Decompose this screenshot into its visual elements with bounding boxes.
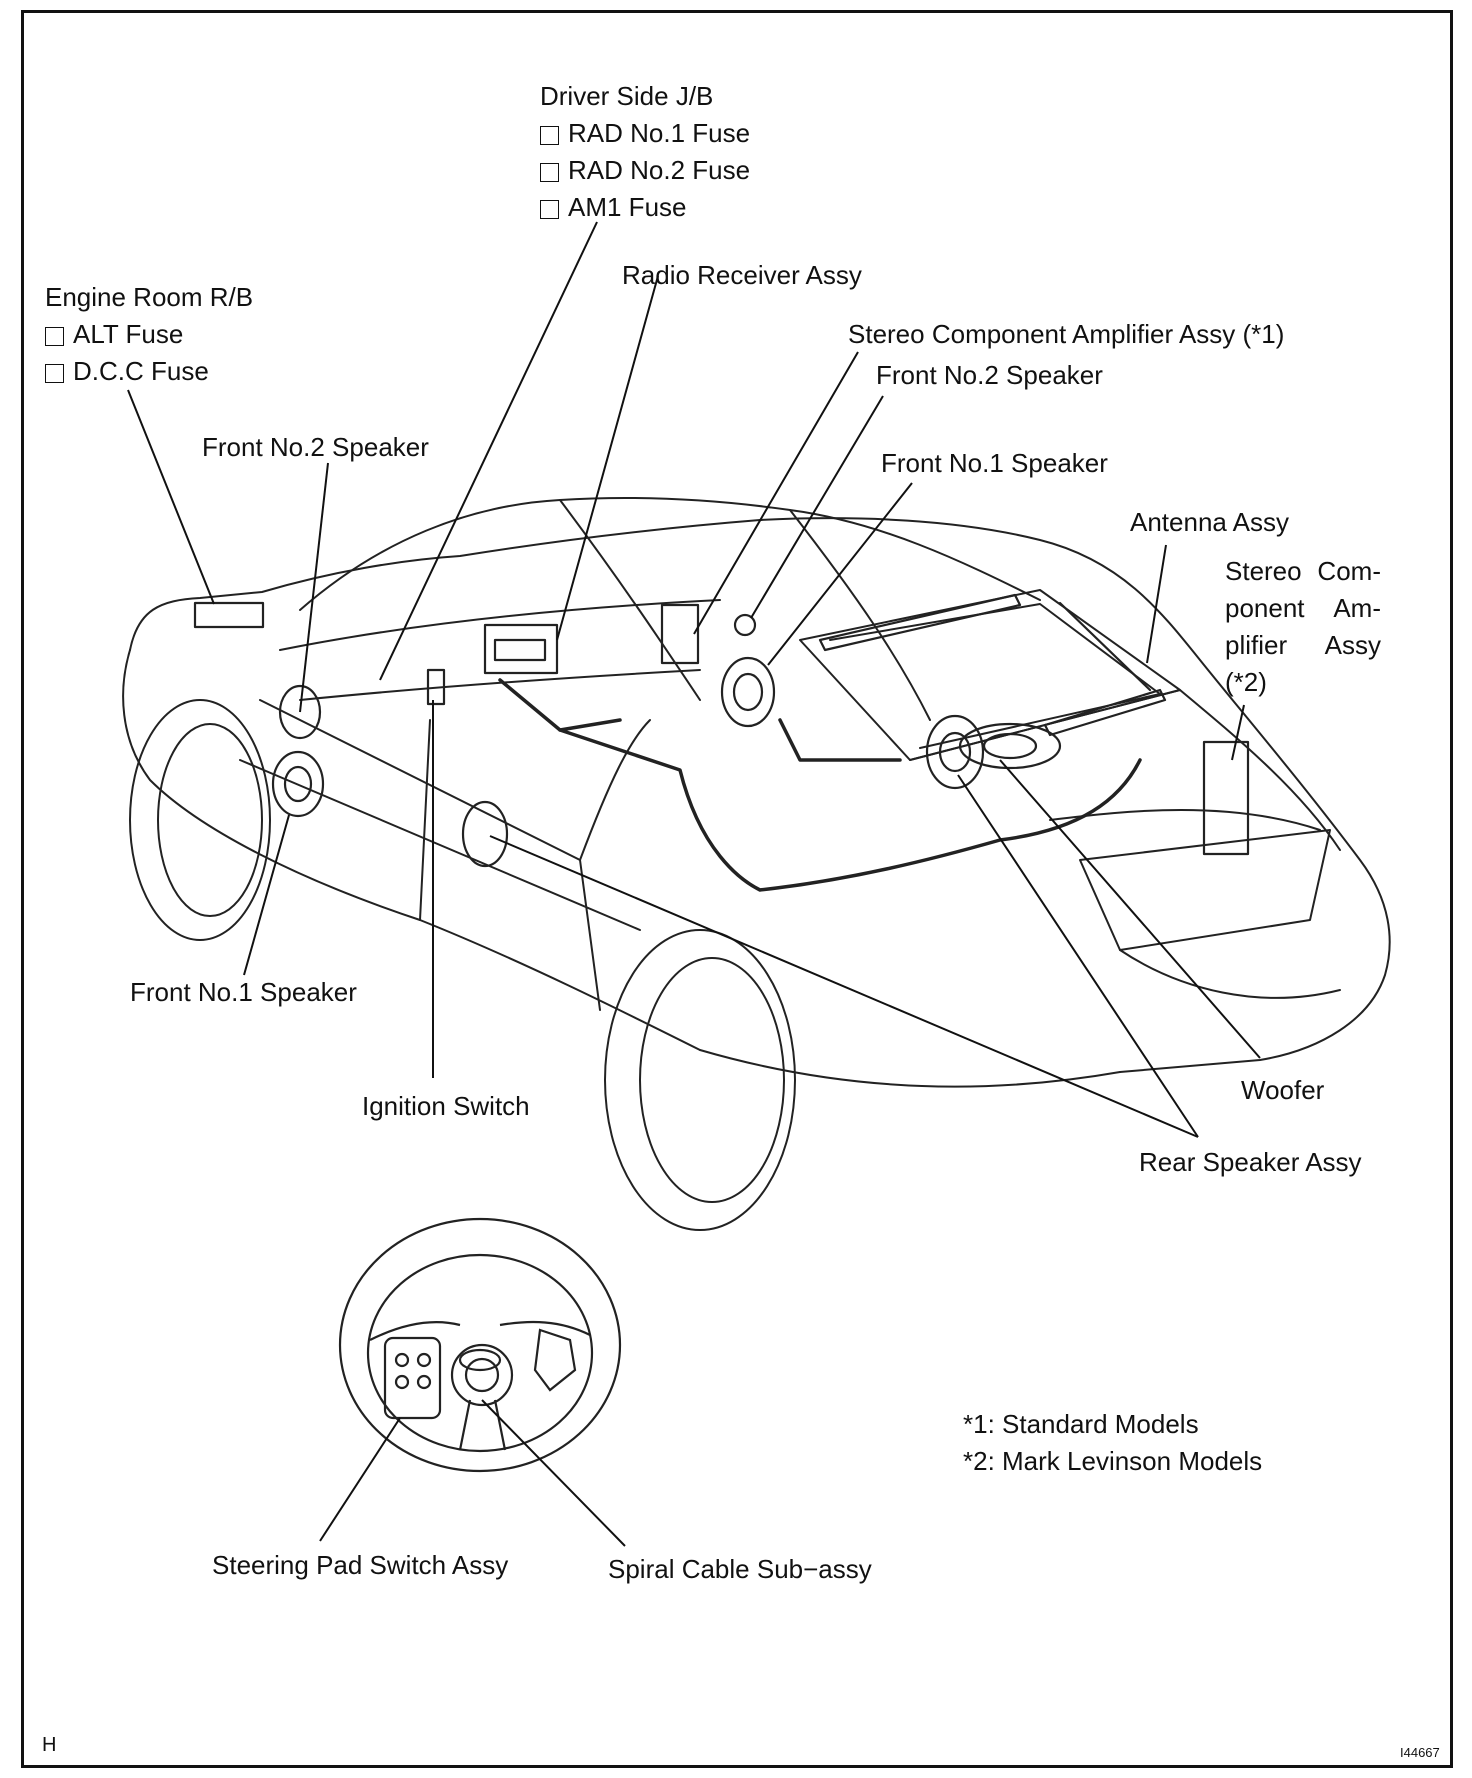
diagram-frame <box>21 10 1453 1768</box>
amplifier-ml-line: ponent Am- <box>1225 593 1381 623</box>
front-no1-speaker-right-label: Front No.1 Speaker <box>881 448 1108 478</box>
car-body <box>122 497 1391 1231</box>
rad-no2-fuse-label: RAD No.2 Fuse <box>568 155 751 185</box>
corner-letter: H <box>42 1734 57 1756</box>
amplifier-ml-unit <box>1202 740 1250 856</box>
amplifier-ml-line: (*2) <box>1225 667 1267 697</box>
radio-receiver-label: Radio Receiver Assy <box>622 260 862 290</box>
ignition-switch-unit <box>426 668 446 706</box>
woofer-label: Woofer <box>1241 1075 1325 1105</box>
amplifier-standard-label: Stereo Component Amplifier Assy (*1) <box>848 319 1285 349</box>
woofer <box>958 722 1062 770</box>
amplifier-ml-line: plifier Assy <box>1225 630 1381 660</box>
steering-pad-switch <box>383 1336 442 1420</box>
checkbox-icon <box>540 163 559 182</box>
amplifier-ml-line: Stereo Com- <box>1225 556 1381 586</box>
engine-room-rb-block: Engine Room R/B ALT Fuse D.C.C Fuse <box>45 279 253 390</box>
note-mark-levinson-models: *2: Mark Levinson Models <box>963 1446 1263 1476</box>
checkbox-icon <box>540 200 559 219</box>
door-speaker <box>461 800 509 868</box>
checkbox-icon <box>45 327 64 346</box>
components <box>193 593 1250 868</box>
front-no1-speaker-right <box>720 656 776 728</box>
note-standard-models: *1: Standard Models <box>963 1409 1199 1439</box>
engine-room-rb-title: Engine Room R/B <box>45 282 254 312</box>
front-no1-speaker-left <box>271 750 325 818</box>
antenna-assy-label: Antenna Assy <box>1130 507 1289 537</box>
radio-receiver-unit <box>483 623 559 675</box>
figure-code: I44667 <box>1400 1745 1440 1760</box>
checkbox-icon <box>540 126 559 145</box>
leader-lines <box>127 221 1261 1547</box>
front-no2-speaker-left <box>278 684 322 740</box>
front-no2-speaker-right-label: Front No.2 Speaker <box>876 360 1103 390</box>
front-no2-speaker-right <box>733 613 757 637</box>
dcc-fuse-label: D.C.C Fuse <box>73 356 209 386</box>
driver-side-jb-block: Driver Side J/B RAD No.1 Fuse RAD No.2 F… <box>540 78 750 226</box>
alt-fuse-label: ALT Fuse <box>73 319 184 349</box>
rear-speaker <box>925 714 985 790</box>
rear-speaker-assy-label: Rear Speaker Assy <box>1139 1147 1362 1177</box>
front-no1-speaker-left-label: Front No.1 Speaker <box>130 977 357 1007</box>
driver-side-jb-title: Driver Side J/B <box>540 81 714 111</box>
antenna-element <box>818 593 1022 652</box>
amplifier-standard-unit <box>660 603 700 665</box>
front-no2-speaker-left-label: Front No.2 Speaker <box>202 432 429 462</box>
wire-harness <box>498 678 1142 892</box>
am1-fuse-label: AM1 Fuse <box>568 192 687 222</box>
amplifier-ml-label: Stereo Com- ponent Am- plifier Assy (*2) <box>1225 553 1381 701</box>
engine-room-rb-box <box>193 601 265 629</box>
steering-pad-switch-label: Steering Pad Switch Assy <box>212 1550 509 1580</box>
steering-wheel <box>338 1217 622 1473</box>
checkbox-icon <box>45 364 64 383</box>
rad-no1-fuse-label: RAD No.1 Fuse <box>568 118 751 148</box>
spiral-cable-label: Spiral Cable Sub−assy <box>608 1554 872 1584</box>
ignition-switch-label: Ignition Switch <box>362 1091 530 1121</box>
spiral-cable <box>450 1343 514 1407</box>
